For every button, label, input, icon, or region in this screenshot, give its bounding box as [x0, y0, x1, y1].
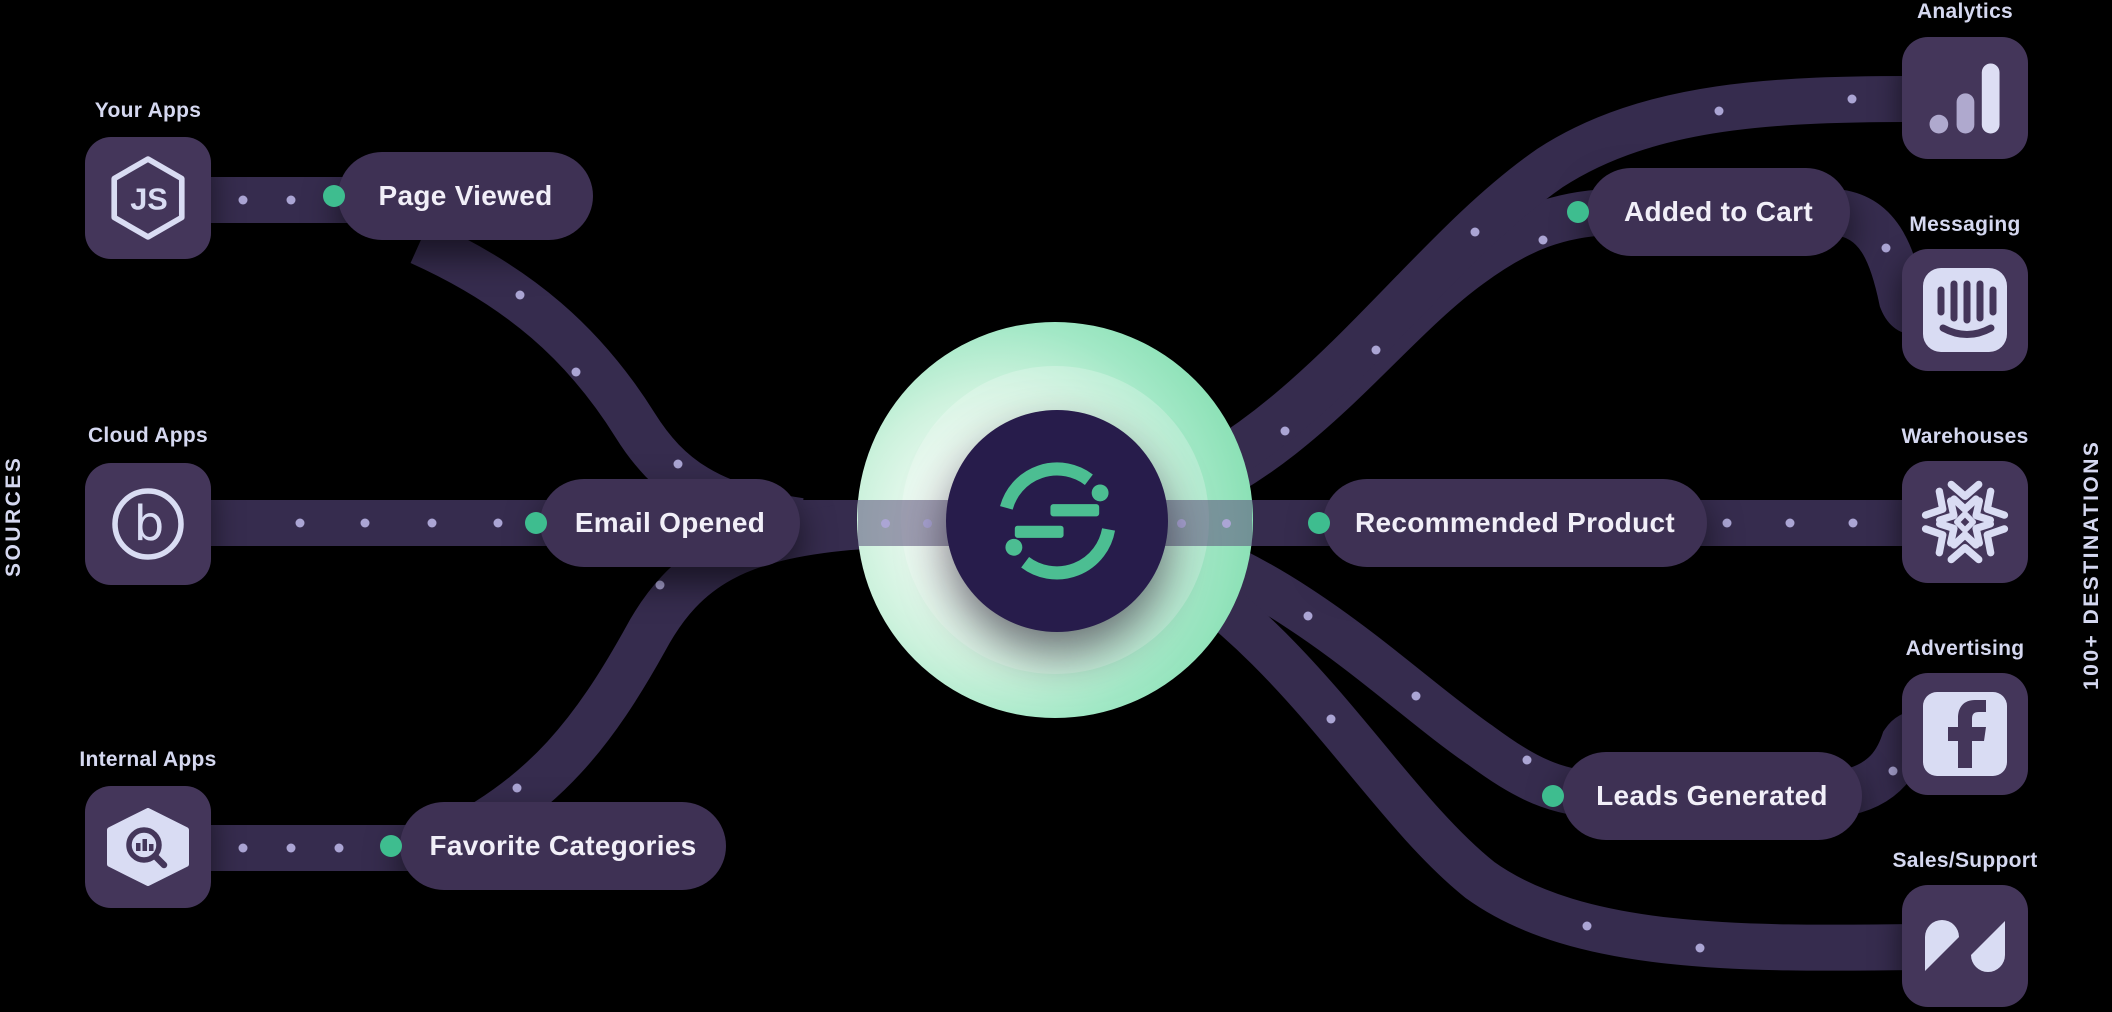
- destination-label-warehouses: Warehouses: [1901, 425, 2029, 448]
- event-pill-favorite-categories: Favorite Categories: [400, 802, 726, 890]
- path-dot: [881, 519, 890, 528]
- event-dot: [323, 185, 345, 207]
- event-pill-leads-generated: Leads Generated: [1562, 752, 1862, 840]
- destination-label-sales-support: Sales/Support: [1892, 849, 2038, 872]
- snowflake-icon: [1921, 480, 2009, 566]
- destination-card-advertising: [1902, 673, 2028, 795]
- band-cloud-apps: [200, 500, 552, 546]
- event-dot: [1567, 201, 1589, 223]
- event-pill-label: Leads Generated: [1596, 780, 1828, 811]
- source-card-cloud-apps: b: [85, 463, 211, 585]
- nodejs-icon: JS: [111, 156, 185, 240]
- event-pill-added-to-cart: Added to Cart: [1587, 168, 1850, 256]
- event-dot: [1542, 785, 1564, 807]
- bigquery-icon: [107, 808, 189, 886]
- curve-to-analytics: [1141, 76, 1921, 520]
- zendesk-icon: [1925, 920, 2005, 972]
- facebook-icon: [1923, 692, 2007, 776]
- intercom-icon: [1923, 268, 2007, 352]
- curve-to-sales-support: [1133, 532, 1921, 971]
- event-pill-label: Added to Cart: [1623, 196, 1813, 227]
- destination-label-messaging: Messaging: [1909, 213, 2021, 236]
- path-dot: [1222, 519, 1231, 528]
- google-analytics-icon: [1929, 63, 2000, 134]
- event-pill-page-viewed: Page Viewed: [338, 152, 593, 240]
- source-label-cloud-apps: Cloud Apps: [87, 424, 209, 447]
- path-dot: [1177, 519, 1186, 528]
- event-dot: [525, 512, 547, 534]
- svg-text:JS: JS: [130, 181, 168, 216]
- segment-logo-circle: [946, 410, 1168, 632]
- event-pill-email-opened: Email Opened: [540, 479, 800, 567]
- path-dot: [923, 519, 932, 528]
- source-card-your-apps: JS: [85, 137, 211, 259]
- destination-label-analytics: Analytics: [1916, 0, 2014, 23]
- event-pill-label: Page Viewed: [378, 180, 553, 211]
- source-label-internal-apps: Internal Apps: [79, 748, 217, 771]
- destination-card-analytics: [1902, 37, 2028, 159]
- source-label-your-apps: Your Apps: [94, 99, 202, 122]
- event-pill-recommended-product: Recommended Product: [1323, 479, 1707, 567]
- braze-icon: b: [112, 488, 184, 560]
- sources-rail-label: SOURCES: [2, 455, 25, 577]
- source-card-internal-apps: [85, 786, 211, 908]
- destination-card-warehouses: [1902, 461, 2028, 583]
- event-dot: [1308, 512, 1330, 534]
- event-pill-label: Recommended Product: [1355, 507, 1675, 538]
- event-pill-label: Email Opened: [574, 507, 766, 538]
- svg-text:b: b: [134, 496, 164, 552]
- destination-card-messaging: [1902, 249, 2028, 371]
- event-dot: [380, 835, 402, 857]
- band-internal-apps: [200, 825, 412, 871]
- destination-card-sales-support: [1902, 885, 2028, 1007]
- event-pill-label: Favorite Categories: [429, 830, 697, 861]
- destination-label-advertising: Advertising: [1905, 637, 2025, 660]
- curve-favorite-categories: [439, 501, 921, 863]
- segment-logo: [1000, 462, 1116, 580]
- destinations-rail-label: 100+ DESTINATIONS: [2080, 439, 2103, 690]
